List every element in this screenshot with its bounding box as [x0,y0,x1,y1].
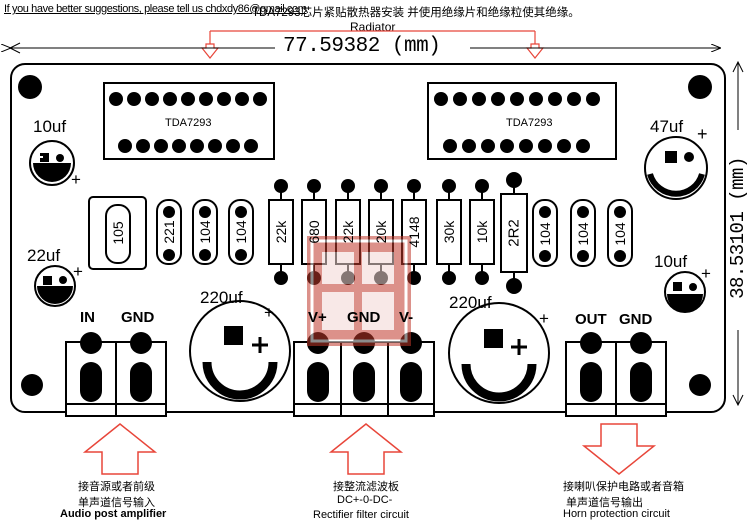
width-dimension: 77.59382 (mm) [283,35,441,58]
arrow-output [581,423,657,475]
resistor-label-680: 680 [306,220,322,244]
pin-vplus-label: V+ [308,309,327,326]
ceramic-label-104-d: 104 [575,222,591,246]
resistor-label-2r2: 2R2 [505,219,523,247]
cap-22uf-left-label: 22uf [27,246,61,265]
ceramic-label-104-a: 104 [197,220,213,244]
power-annotation-en: Rectifier filter circuit [313,509,409,521]
input-annotation-cn-1: 接音源或者前级 [78,481,155,493]
input-annotation-cn-2: 单声道信号输入 [78,497,155,509]
diode-label-4148: 4148 [406,216,422,248]
output-annotation-en: Horn protection circuit [563,508,670,520]
height-dimension-line [732,60,744,407]
title-cn: TDA7293芯片紧贴散热器安装 并使用绝缘片和绝缘粒使其绝缘。 [252,7,580,19]
cap-10uf-left-plus: + [71,170,81,189]
chip-right [427,82,617,160]
ceramic-label-221: 221 [161,220,177,244]
chip-right-label: TDA7293 [506,117,553,129]
resistor-label-22k-a: 22k [273,220,289,244]
cap-10uf-left-symbol [29,140,75,186]
ceramic-label-104-e: 104 [612,222,628,246]
ceramic-caps-right [532,199,633,267]
ceramic-caps-right-pads [539,206,626,262]
resistor-label-30k: 30k [441,220,457,244]
ceramic-label-104-b: 104 [233,220,249,244]
power-annotation-2: DC+-0-DC- [337,494,393,506]
cap-220uf-left-plus: + [264,303,274,322]
pin-gnd-input-label: GND [121,309,155,326]
cap-47uf-plus: + [697,124,708,144]
cap-10uf-right-symbol [664,271,706,313]
pin-gnd-output-label: GND [619,311,653,328]
cap-10uf-left-label: 10uf [33,117,67,136]
ceramic-caps-left-pads [163,206,247,261]
cap-10uf-right-label: 10uf [654,252,688,271]
cap-22uf-left-symbol [34,265,76,307]
pin-gnd-power-label: GND [347,309,381,326]
suggestion-note: If you have better suggestions, please t… [4,3,307,15]
arrow-power [328,423,404,475]
cap-220uf-right-label: 220uf [449,293,492,312]
pin-in-label: IN [80,309,95,326]
pin-out-label: OUT [575,311,607,328]
cap-220uf-right-plus: + [539,309,549,328]
power-annotation-cn-1: 接整流滤波板 [333,481,399,493]
cap-10uf-right-plus: + [701,264,711,283]
resistor-label-20k: 20k [373,220,389,244]
cap-47uf-right-symbol [644,136,708,200]
arrow-input [82,423,158,475]
ceramic-caps-left [88,196,254,270]
chip-left-label: TDA7293 [165,117,212,129]
resistor-label-10k: 10k [474,220,490,244]
ceramic-label-105: 105 [110,221,126,245]
chip-left [103,82,275,160]
width-dimension-line [10,42,720,54]
cap-220uf-right-symbol [448,302,550,404]
height-dimension: 38.53101 (mm) [727,157,749,299]
cap-22uf-left-plus: + [73,262,83,281]
output-annotation-cn-1: 接喇叭保护电路或者音箱 [563,481,684,493]
mounting-holes [18,75,712,396]
cap-47uf-label: 47uf [650,117,684,136]
resistor-label-22k-b: 22k [340,220,356,244]
input-annotation-en: Audio post amplifier [60,508,167,520]
cap-220uf-left-symbol [189,300,291,402]
cap-220uf-left-label: 220uf [200,288,243,307]
output-annotation-cn-2: 单声道信号输出 [566,497,643,509]
ceramic-label-104-c: 104 [537,222,553,246]
watermark-stamp [307,236,411,346]
pin-vminus-label: V- [399,309,414,326]
